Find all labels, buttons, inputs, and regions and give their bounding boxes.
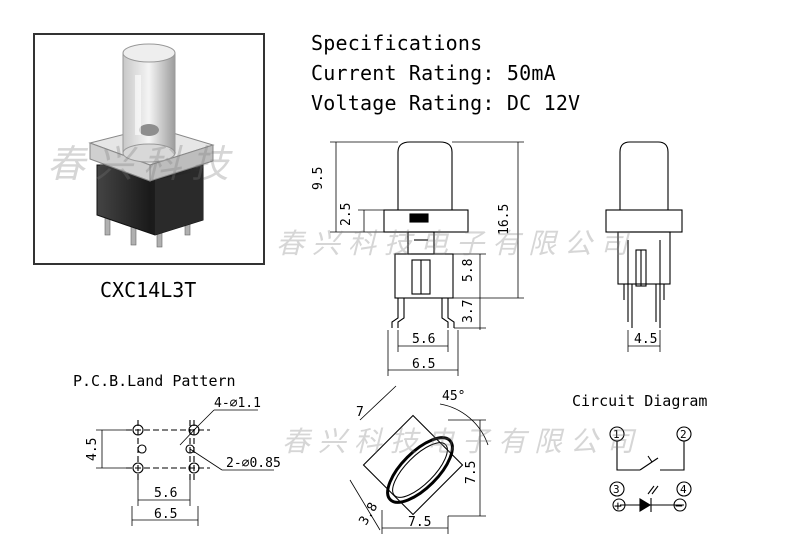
dim-cap-angle: 45° (442, 389, 465, 404)
front-view-dimensions (330, 141, 524, 376)
circuit-minus: − (675, 499, 683, 514)
pcb-hole-small-label: 2-⌀0.85 (226, 456, 281, 471)
dim-pcb-inner: 5.6 (154, 486, 177, 501)
circuit-diagram (609, 426, 692, 512)
pcb-hole-1 (132, 424, 144, 436)
switch-cap (122, 43, 176, 163)
dim-cap-width-75: 7.5 (408, 515, 431, 530)
circuit-section-title: Circuit Diagram (572, 392, 708, 410)
specs-voltage-rating: Voltage Rating: DC 12V (311, 91, 581, 115)
pcb-hole-4 (188, 462, 200, 474)
dim-total-height: 16.5 (497, 204, 512, 235)
dim-pcb-vertical: 4.5 (85, 438, 100, 461)
product-photo-frame: 春兴科技 (33, 33, 265, 265)
pcb-dimensions (96, 429, 199, 526)
specs-title: Specifications (311, 31, 483, 55)
circuit-pin-2: 2 (680, 428, 687, 441)
center-watermark: 春兴科技电子有限公司 (276, 227, 637, 260)
product-photo (88, 43, 215, 248)
pcb-hole-2 (188, 424, 200, 436)
side-view-dimensions (627, 330, 661, 352)
pcb-hole-6 (137, 444, 147, 454)
photo-watermark: 春兴科技 (47, 142, 240, 186)
specs-current-rating: Current Rating: 50mA (311, 61, 556, 85)
circuit-plus: + (614, 499, 622, 514)
pcb-section-title: P.C.B.Land Pattern (73, 372, 236, 390)
dim-pin-length: 3.7 (461, 300, 476, 323)
dim-pcb-outer: 6.5 (154, 507, 177, 522)
pcb-land-pattern (126, 409, 274, 480)
dim-cap-height-75: 7.5 (464, 461, 479, 484)
dim-body-height: 5.8 (461, 259, 476, 282)
dim-pin-spacing: 5.6 (412, 332, 435, 347)
pcb-hole-3 (132, 462, 144, 474)
dim-cap-diag: 7 (356, 405, 364, 420)
switch-base (96, 164, 204, 236)
circuit-pin-4: 4 (680, 483, 687, 496)
dim-cap-height: 9.5 (311, 167, 326, 190)
cap-top-view (362, 403, 489, 516)
pcb-hole-large-label: 4-⌀1.1 (214, 396, 261, 411)
circuit-pin-1: 1 (613, 428, 620, 441)
front-view (383, 141, 469, 328)
dim-body-width: 6.5 (412, 357, 435, 372)
circuit-pin-3: 3 (613, 483, 620, 496)
cap-top-dimensions (349, 385, 486, 534)
dim-cap-small: 3.8 (356, 500, 381, 528)
side-view (605, 141, 683, 328)
model-label: CXC14L3T (100, 278, 197, 302)
dim-side-pin-spacing: 4.5 (634, 332, 657, 347)
pcb-hole-5 (185, 444, 195, 454)
dim-cap-lower: 2.5 (339, 203, 354, 226)
bottom-watermark: 春兴科技电子有限公司 (282, 425, 643, 458)
